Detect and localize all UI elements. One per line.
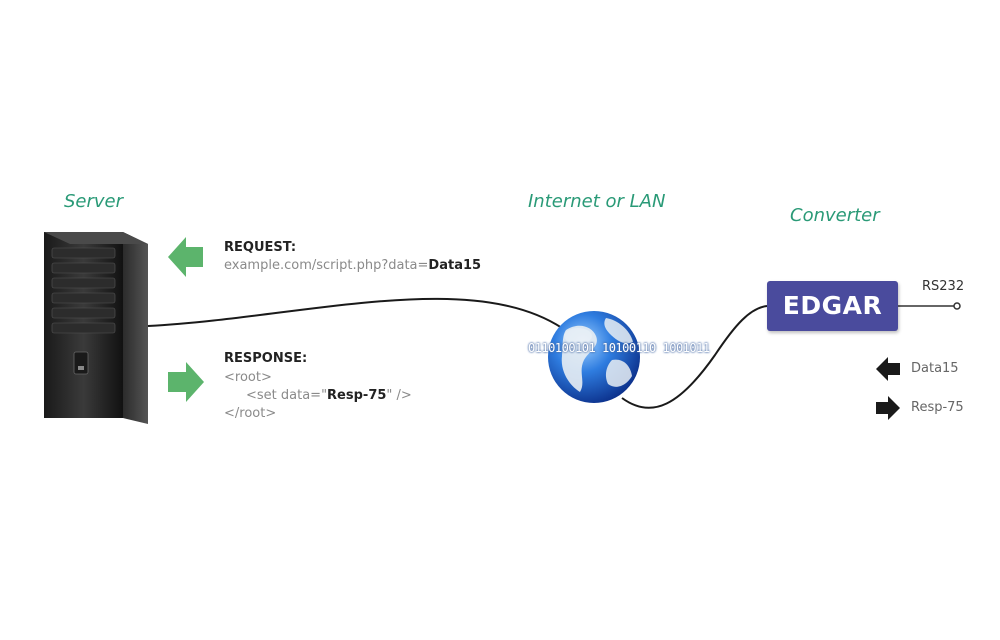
request-url-value: Data15 xyxy=(428,258,482,273)
incoming-data-label: Data15 xyxy=(911,361,959,376)
server-cable xyxy=(147,297,563,329)
server-label: Server xyxy=(64,191,124,212)
rs232-port-icon xyxy=(953,302,961,310)
response-line-2-value: Resp-75 xyxy=(327,388,387,403)
rs232-label: RS232 xyxy=(922,279,965,294)
converter-label: Converter xyxy=(790,205,880,226)
globe-icon xyxy=(548,311,640,403)
binary-stream: 0110100101 10100110 1001011 xyxy=(528,341,710,355)
outgoing-arrow-icon xyxy=(876,396,900,420)
network-label: Internet or LAN xyxy=(528,191,666,212)
request-url-prefix: example.com/script.php?data= xyxy=(224,258,429,273)
response-line-2-prefix: <set data=" xyxy=(246,388,328,403)
request-url: example.com/script.php?data=Data15 xyxy=(224,258,481,273)
response-line-1: <root> xyxy=(224,370,272,385)
response-line-2: <set data="Resp-75" /> xyxy=(246,388,412,403)
request-title: REQUEST: xyxy=(224,240,297,255)
request-arrow-icon xyxy=(168,237,203,277)
incoming-arrow-icon xyxy=(876,357,900,381)
edgar-device: EDGAR xyxy=(767,281,898,331)
response-title: RESPONSE: xyxy=(224,351,308,366)
response-arrow-icon xyxy=(168,362,204,402)
response-line-3: </root> xyxy=(224,406,277,421)
response-line-2-suffix: " /> xyxy=(386,388,412,403)
outgoing-data-label: Resp-75 xyxy=(911,400,964,415)
converter-cable xyxy=(621,305,768,409)
server-icon xyxy=(44,232,148,424)
